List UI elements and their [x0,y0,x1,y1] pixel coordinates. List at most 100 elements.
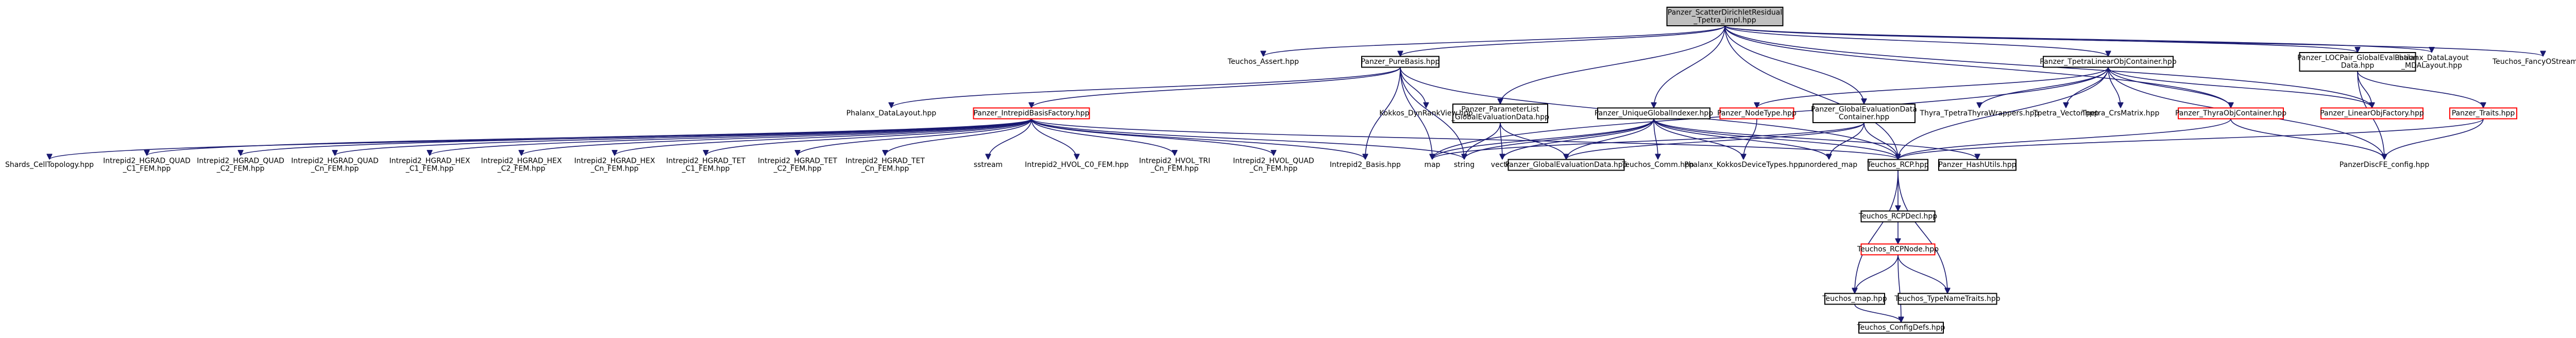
node-linear-factory[interactable]: Panzer_LinearObjFactory.hpp [2320,107,2424,120]
node-node-type[interactable]: Panzer_NodeType.hpp [1717,107,1797,120]
node-hgrad-tet-c2[interactable]: Intrepid2_HGRAD_TET_C2_FEM.hpp [758,156,837,174]
node-unique-gi[interactable]: Panzer_UniqueGlobalIndexer.hpp [1595,107,1713,120]
node-config-defs[interactable]: Teuchos_ConfigDefs.hpp [1857,322,1945,334]
node-box [1860,243,1936,256]
edge-ged-container-to-unordered-map [1829,122,1865,160]
edge-tpetra-loc-to-thyra-tpetra [1979,67,2109,108]
node-phx-mda[interactable]: Phalanx_DataLayout_MDALayout.hpp [2395,53,2469,71]
node-thyra-tpetra[interactable]: Thyra_TpetraThyraWrappers.hpp [1919,108,2039,119]
node-loc-pair[interactable]: Panzer_LOCPair_GlobalEvaluationData.hpp [2297,52,2418,72]
node-label: Teuchos_Comm.hpp [1621,161,1694,169]
edge-teu-rcp-to-type-traits [1897,170,1947,294]
node-map[interactable]: map [1423,160,1441,171]
edge-node-type-to-phx-kokkos [1743,119,1757,160]
node-hgrad-tet-cn[interactable]: Intrepid2_HGRAD_TET_Cn_FEM.hpp [845,156,925,174]
node-box [1452,104,1548,123]
node-label: _Cn_FEM.hpp [311,165,359,173]
node-box [2299,52,2416,72]
node-tpetra-vector[interactable]: Tpetra_Vector.hpp [2032,108,2099,119]
node-label: Panzer_ScatterDirichletResidual [1668,9,1783,17]
node-label: map [1424,161,1440,169]
node-param-list[interactable]: Panzer_ParameterList_GlobalEvaluationDat… [1451,104,1549,123]
edge-intrepid-factory-to-hgrad-hex-c2 [521,118,1032,156]
node-box [1666,7,1784,26]
node-kokkos-dyn[interactable]: Kokkos_DynRankView.hpp [1379,108,1473,119]
node-label: Shards_CellTopology.hpp [5,161,94,169]
edge-rcp-node-to-teu-map [1855,255,1899,294]
edge-intrepid-factory-to-string [1031,119,1464,160]
node-teu-rcp[interactable]: Teuchos_RCP.hpp [1867,159,1929,171]
node-ged[interactable]: Panzer_GlobalEvaluationData.hpp [1505,159,1628,171]
node-label: Phalanx_KokkosDeviceTypes.hpp [1684,161,1803,169]
node-pure-basis[interactable]: Panzer_PureBasis.hpp [1361,56,1440,68]
node-config[interactable]: PanzerDiscFE_config.hpp [2340,160,2430,171]
edge-unique-gi-to-map [1432,119,1654,160]
node-hash-utils[interactable]: Panzer_HashUtils.hpp [1938,159,2016,171]
node-hgrad-quad-c2[interactable]: Intrepid2_HGRAD_QUAD_C2_FEM.hpp [197,156,284,174]
node-root[interactable]: Panzer_ScatterDirichletResidual_Tpetra_i… [1666,7,1784,26]
node-hgrad-hex-c2[interactable]: Intrepid2_HGRAD_HEX_C2_FEM.hpp [481,156,562,174]
node-label: Panzer_TpetraLinearObjContainer.hpp [2040,58,2177,66]
node-label: _C1_FEM.hpp [123,165,171,173]
node-hvol-tri[interactable]: Intrepid2_HVOL_TRI_Cn_FEM.hpp [1139,156,1210,174]
edges-layer [49,25,2543,323]
node-hgrad-hex-c1[interactable]: Intrepid2_HGRAD_HEX_C1_FEM.hpp [389,156,470,174]
nodes-layer: Panzer_ScatterDirichletResidual_Tpetra_i… [5,7,2576,334]
edge-rcp-node-to-config-defs [1897,255,1901,323]
edge-intrepid-factory-to-hgrad-quad-c2 [241,118,1032,156]
node-label: Intrepid2_HGRAD_TET [845,157,925,165]
node-intrepid-basis[interactable]: Intrepid2_Basis.hpp [1329,160,1402,171]
node-unordered-map[interactable]: unordered_map [1801,160,1857,171]
node-teu-fancy[interactable]: Teuchos_FancyOStream.hpp [2492,57,2576,67]
edge-loc-pair-to-traits [2357,71,2483,108]
node-box [2320,107,2424,120]
node-teu-assert[interactable]: Teuchos_Assert.hpp [1227,57,1299,67]
node-label: _C1_FEM.hpp [405,165,454,173]
edge-tpetra-loc-to-node-type [1757,67,2109,108]
edge-pure-basis-to-string [1400,67,1464,160]
node-tpetra-crs[interactable]: Tpetra_CrsMatrix.hpp [2081,108,2160,119]
node-tpetra-loc[interactable]: Panzer_TpetraLinearObjContainer.hpp [2040,56,2177,68]
node-label: Data.hpp [2341,62,2375,70]
edge-teu-map-to-config-defs [1854,304,1901,323]
node-label: Intrepid2_HVOL_C0_FEM.hpp [1025,161,1129,169]
node-hvol-quad[interactable]: Intrepid2_HVOL_QUAD_Cn_FEM.hpp [1233,156,1314,174]
node-label: Intrepid2_HGRAD_QUAD [103,157,191,165]
node-box [2449,107,2517,120]
node-label: Teuchos_RCPDecl.hpp [1858,212,1938,221]
node-traits[interactable]: Panzer_Traits.hpp [2449,107,2517,120]
node-label: Thyra_TpetraThyraWrappers.hpp [1919,109,2039,117]
node-phx-dl[interactable]: Phalanx_DataLayout.hpp [846,108,937,119]
edge-intrepid-factory-to-teu-rcp [1031,118,1898,160]
edge-intrepid-factory-to-hgrad-quad-c1 [147,118,1032,156]
node-teu-map[interactable]: Teuchos_map.hpp [1822,293,1887,305]
node-teu-comm[interactable]: Teuchos_Comm.hpp [1621,160,1694,171]
node-label: Intrepid2_Basis.hpp [1330,161,1401,169]
node-sstream[interactable]: sstream [972,160,1004,171]
node-box [1858,322,1944,334]
node-box [1897,293,1997,305]
node-hgrad-tet-c1[interactable]: Intrepid2_HGRAD_TET_C1_FEM.hpp [666,156,745,174]
node-hgrad-quad-c1[interactable]: Intrepid2_HGRAD_QUAD_C1_FEM.hpp [103,156,191,174]
node-box [1938,159,2016,171]
node-label: PanzerDiscFE_config.hpp [2340,161,2430,169]
node-rcp-decl[interactable]: Teuchos_RCPDecl.hpp [1858,210,1938,223]
node-thyra-obj[interactable]: Panzer_ThyraObjContainer.hpp [2175,107,2286,120]
node-phx-kokkos[interactable]: Phalanx_KokkosDeviceTypes.hpp [1684,160,1803,171]
node-hgrad-hex-cn[interactable]: Intrepid2_HGRAD_HEX_Cn_FEM.hpp [574,156,655,174]
edge-intrepid-factory-to-hgrad-tet-cn [885,119,1032,156]
node-label: Intrepid2_HGRAD_HEX [389,157,470,165]
node-hgrad-quad-cn[interactable]: Intrepid2_HGRAD_QUAD_Cn_FEM.hpp [291,156,379,174]
node-label: Intrepid2_HVOL_TRI [1139,157,1210,165]
edge-tpetra-loc-to-thyra-obj [2108,67,2231,108]
node-type-traits[interactable]: Teuchos_TypeNameTraits.hpp [1894,293,2001,305]
node-string[interactable]: string [1450,160,1479,171]
node-shards[interactable]: Shards_CellTopology.hpp [5,160,94,171]
node-hvol-c0[interactable]: Intrepid2_HVOL_C0_FEM.hpp [1025,160,1129,171]
node-label: Teuchos_TypeNameTraits.hpp [1894,295,2000,303]
node-rcp-node[interactable]: Teuchos_RCPNode.hpp [1857,243,1939,256]
node-label: Panzer_PureBasis.hpp [1361,58,1440,66]
node-intrepid-factory[interactable]: Panzer_IntrepidBasisFactory.hpp [973,107,1090,120]
